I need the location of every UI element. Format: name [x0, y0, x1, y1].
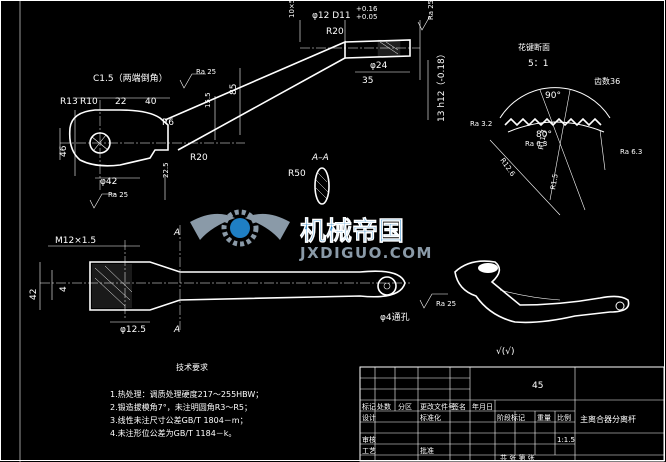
angle-80: 80° — [536, 130, 552, 140]
dim-4: 4 — [59, 286, 69, 292]
lower-view: M12×1.5 42 4 φ12.5 φ4通孔 Ra 25 A A — [29, 225, 456, 335]
main-view-dims: 10×5 φ12 D11 +0.16 +0.05 R20 Ra 25 φ24 3… — [59, 0, 447, 199]
section-ellipse — [314, 167, 330, 205]
tb-approve: 批准 — [420, 446, 434, 455]
tb-process: 工艺 — [362, 447, 376, 455]
dim-85: 85 — [229, 84, 239, 95]
spline-r3: R1.5 — [549, 173, 560, 190]
spline-title: 花键断面 — [518, 42, 550, 52]
hub-bore — [89, 132, 111, 154]
tb-check: 审核 — [362, 435, 376, 444]
tb-weight: 重量 — [537, 414, 551, 422]
angle-90: 90° — [545, 91, 561, 101]
watermark-logo: 机械帝国 JXDIGUO.COM — [190, 209, 433, 262]
logo-en: JXDIGUO.COM — [299, 244, 433, 262]
tb-stage: 阶段标记 — [497, 413, 525, 422]
tech-item-1: 1.热处理：调质处理硬度217～255HBW； — [110, 389, 263, 399]
lower-body-outline — [89, 261, 406, 311]
dim-r13: R13 — [60, 97, 78, 107]
dim-r6: R6 — [162, 118, 174, 128]
tech-item-3: 3.线性未注尺寸公差GB/T 1804－m； — [110, 415, 248, 425]
dim-phi42: φ42 — [100, 177, 117, 187]
dim-m12: M12×1.5 — [55, 236, 96, 246]
ra-mid: Ra 25 — [196, 68, 216, 76]
arm-tip — [344, 39, 411, 59]
general-roughness: √(√) — [496, 346, 515, 357]
spline-r2: R11.7 — [537, 129, 548, 151]
spline-ra2: Ra 6.3 — [525, 140, 547, 148]
cut-label-top: A — [173, 228, 180, 238]
dim-15-5: 15.5 — [204, 92, 212, 108]
tb-date: 年月日 — [472, 402, 493, 411]
dim-40: 40 — [145, 97, 157, 107]
isometric-view — [454, 260, 630, 324]
lower-hole — [377, 276, 397, 296]
tol-13h12: 13 h12（-0.18） — [436, 49, 447, 122]
chamfer-note: C1.5（两端倒角） — [93, 72, 168, 84]
logo-gear — [221, 209, 259, 247]
tb-scale-val: 1:1.5 — [557, 436, 575, 444]
part-name: 主离合器分离杆 — [580, 414, 636, 424]
roughness-symbols — [89, 15, 448, 309]
dim-10x5: 10×5 — [288, 0, 296, 18]
logo-core — [230, 218, 250, 238]
spline-teeth: 齿数36 — [594, 76, 620, 86]
spline-ra1: Ra 3.2 — [470, 120, 492, 128]
dim-tol-upper: +0.16 — [356, 5, 378, 13]
logo-wing-left — [190, 213, 235, 240]
dim-phi12-5: φ12.5 — [120, 325, 146, 335]
tech-requirements: 技术要求 1.热处理：调质处理硬度217～255HBW； 2.锻造拔模角7°，未… — [110, 362, 263, 438]
dim-42: 42 — [29, 289, 39, 300]
material: 45 — [532, 381, 543, 391]
dim-tol-lower: +0.05 — [356, 13, 377, 21]
tech-title: 技术要求 — [176, 362, 208, 372]
left-hub-outline — [68, 109, 169, 167]
logo-cn: 机械帝国 — [300, 216, 404, 247]
tb-std: 标准化 — [420, 413, 441, 422]
dim-phi12: φ12 D11 — [312, 11, 351, 21]
section-r50: R50 — [288, 169, 306, 179]
tb-docno: 更改文件号 — [420, 402, 455, 411]
arm-outline — [164, 40, 346, 151]
dim-22-5: 22.5 — [162, 162, 170, 178]
ra-top: Ra 25 — [427, 0, 435, 20]
tb-design: 设计 — [362, 413, 376, 422]
tech-item-2: 2.锻造拔模角7°，未注明圆角R3～R5； — [110, 402, 252, 412]
main-view — [59, 20, 429, 200]
tb-sign: 签名 — [452, 402, 466, 411]
cut-label-bottom: A — [173, 325, 180, 335]
spline-outer-arc — [499, 87, 611, 119]
dim-35: 35 — [362, 76, 373, 86]
spline-detail: 花键断面 5：1 齿数36 90° 80° Ra 3.2 Ra 6.3 Ra 6… — [470, 42, 642, 216]
tb-count: 处数 — [377, 402, 391, 411]
spline-ra3: Ra 6.3 — [620, 148, 642, 156]
dim-r20-top: R20 — [326, 27, 344, 37]
tb-scale: 比例 — [557, 413, 571, 422]
ra-bottom-left: Ra 25 — [108, 191, 128, 199]
section-label: A–A — [311, 153, 329, 163]
title-block: 45 主离合器分离杆 标记 处数 分区 更改文件号 签名 年月日 设计 标准化 … — [359, 366, 665, 462]
dim-phi4-hole: φ4通孔 — [380, 312, 410, 323]
spline-r1: R12.6 — [498, 157, 517, 179]
tb-zone: 分区 — [398, 402, 412, 411]
dim-46: 46 — [59, 145, 69, 157]
tb-sheets: 共 张 第 张 — [500, 453, 535, 462]
dim-r20-low: R20 — [190, 153, 208, 163]
tech-item-4: 4.未注形位公差为GB/T 1184－k。 — [110, 428, 236, 438]
spline-scale: 5：1 — [528, 59, 548, 69]
dim-22: 22 — [115, 97, 126, 107]
iso-hub-top — [478, 263, 498, 273]
dim-r10: R10 — [80, 97, 98, 107]
tb-marks: 标记 — [362, 402, 376, 411]
lower-ra: Ra 25 — [436, 300, 456, 308]
iso-outline — [454, 260, 630, 324]
section-aa: A–A R50 — [288, 153, 330, 205]
dim-phi24: φ24 — [370, 61, 388, 71]
